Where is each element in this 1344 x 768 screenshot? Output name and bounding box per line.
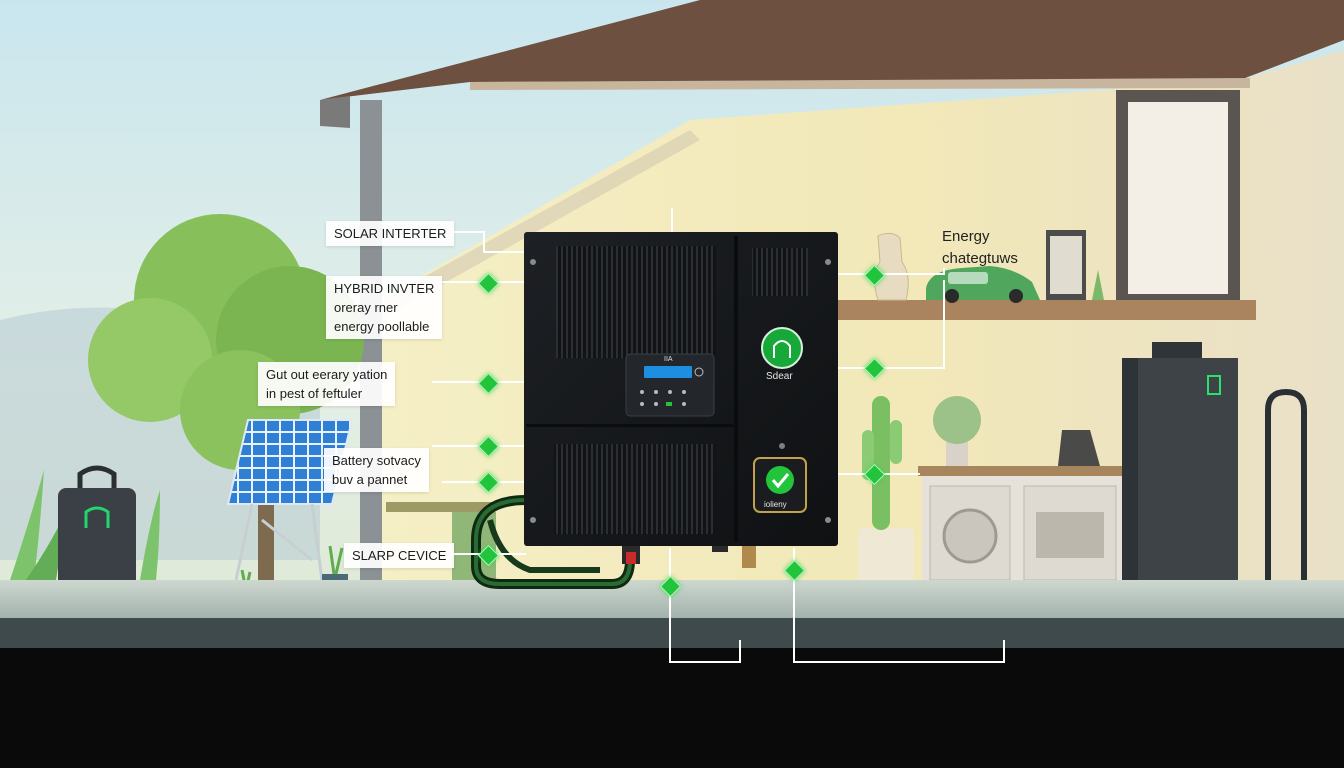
label-battery: Battery sotvacy buv a pannet — [324, 448, 429, 492]
inverter-vent-side — [752, 248, 808, 296]
power-station — [58, 488, 136, 610]
label-slarp-device: SLARP CEVICE — [344, 543, 455, 568]
countertop — [918, 466, 1128, 476]
connector-line — [440, 231, 526, 253]
terminal-brass — [742, 546, 756, 568]
photo-frame-picture — [1050, 236, 1082, 294]
display-button — [640, 390, 644, 394]
oven-window — [1036, 512, 1104, 558]
refrigerator-side — [1122, 358, 1138, 584]
connector-line — [793, 548, 1005, 663]
inverter-logo-emblem — [761, 327, 803, 369]
label-get-out: Gut out eerary yation in pest of feftule… — [258, 362, 396, 406]
roof-bracket — [320, 96, 350, 128]
counter-plant-pot — [946, 438, 968, 466]
cactus-arm — [890, 420, 902, 464]
mount-screw — [530, 259, 536, 265]
inverter-logo-icon — [773, 340, 791, 358]
inverter-vent-bottom — [554, 444, 716, 534]
roof-beam — [382, 130, 700, 318]
counter-plant — [933, 396, 981, 444]
solar-panel — [226, 419, 354, 505]
solar-panel-stand — [234, 503, 324, 581]
label-solar-inverter: SOLAR INTERTER — [326, 221, 455, 246]
inverter-lcd-screen — [644, 366, 692, 378]
label-hybrid-inverter: HYBRID INVTER oreray rner energy poollab… — [326, 276, 443, 339]
refrigerator-top-box — [1152, 342, 1202, 358]
mount-screw — [530, 517, 536, 523]
roof-edge — [470, 78, 1250, 90]
display-button — [654, 402, 658, 406]
check-mark-icon — [771, 473, 790, 489]
display-led — [666, 402, 672, 406]
refrigerator — [1138, 358, 1238, 584]
cactus — [872, 396, 890, 530]
display-button — [682, 402, 686, 406]
porch-post — [360, 100, 382, 620]
tree-canopy — [88, 298, 212, 422]
check-circle-icon — [766, 466, 794, 494]
label-hybrid-line2: oreray rner — [334, 300, 398, 315]
toy-car-window — [948, 272, 988, 284]
ev-charger — [1265, 388, 1307, 600]
display-power-icon — [694, 367, 704, 377]
small-plant — [328, 545, 344, 575]
label-energy: Energy chategtuws — [942, 226, 1018, 270]
power-station-indicator — [84, 506, 110, 528]
label-hybrid-line1: HYBRID INVTER — [334, 281, 435, 296]
label-energy-line2: chategtuws — [942, 250, 1018, 267]
cable-bundle-highlight — [474, 498, 632, 586]
window-pane — [1128, 102, 1228, 294]
label-battery-line1: Battery sotvacy — [332, 453, 421, 468]
label-hybrid-line3: energy poollable — [334, 319, 430, 334]
cactus-pot — [858, 528, 914, 588]
inverter-vent-top — [556, 246, 716, 358]
washer-door — [942, 508, 998, 564]
shelf-plant — [1092, 270, 1104, 300]
terminal-red — [626, 552, 636, 564]
inverter-display-panel — [625, 353, 715, 417]
connector-line — [669, 548, 741, 663]
grass — [140, 490, 160, 580]
label-slarp-device-text: SLARP CEVICE — [352, 548, 447, 563]
display-button — [668, 390, 672, 394]
cable — [487, 519, 600, 573]
display-button — [654, 390, 658, 394]
display-header: IIA — [664, 356, 673, 363]
display-button — [682, 390, 686, 394]
terminal — [712, 546, 728, 552]
kettle — [1058, 430, 1100, 466]
label-solar-inverter-text: SOLAR INTERTER — [334, 226, 447, 241]
mount-screw — [825, 517, 831, 523]
inverter-brand-label: Sdear — [766, 371, 793, 382]
floor-base — [0, 648, 1344, 768]
inverter-divider — [734, 236, 738, 542]
toy-car-wheel — [1009, 289, 1023, 303]
inverter-divider — [526, 424, 734, 427]
mount-screw — [825, 259, 831, 265]
display-button — [640, 402, 644, 406]
status-led — [779, 443, 785, 449]
side-table — [386, 502, 492, 512]
label-energy-line1: Energy — [942, 228, 990, 245]
floor-edge — [0, 618, 1344, 648]
power-station-handle — [77, 465, 117, 488]
status-label: iolieny — [764, 500, 787, 509]
roof — [320, 0, 1344, 100]
wall-shelf — [832, 300, 1256, 320]
label-battery-line2: buv a pannet — [332, 472, 408, 487]
grass — [10, 470, 44, 580]
refrigerator-status-light — [1207, 375, 1221, 395]
label-get-out-line1: Gut out eerary yation — [266, 367, 388, 382]
label-get-out-line2: in pest of feftuler — [266, 386, 363, 401]
toy-car-wheel — [945, 289, 959, 303]
